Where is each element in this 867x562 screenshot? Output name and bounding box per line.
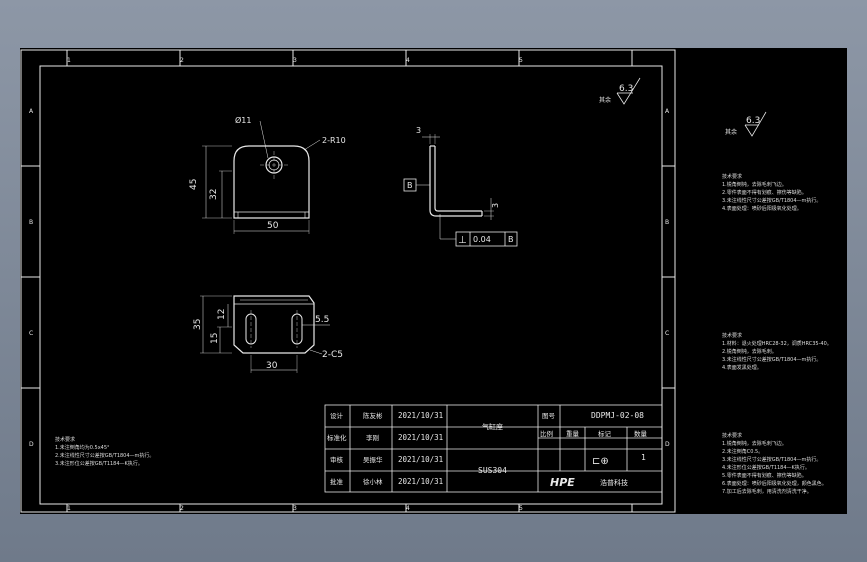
- tb-part-name: 气缸座: [482, 422, 503, 431]
- tb-role-4: 批准: [330, 477, 344, 486]
- zone-col-4: 4: [406, 57, 410, 64]
- svg-text:技术要求: 技术要求: [722, 173, 742, 180]
- drawing-sheet: 1 2 3 4 5 1 2 3 4 5 A B C D A B C D 其余 6…: [20, 48, 847, 514]
- notes-main: 技术要求 1.未注倒角均为0.5x45° 2.未注线性尺寸公差按GB/T1804…: [55, 436, 154, 467]
- tb-date-3: 2021/10/31: [398, 455, 443, 464]
- front-height-dim: 45: [189, 179, 199, 190]
- top-thickness-dim: 3: [416, 126, 421, 135]
- zone-row-a-right: A: [665, 108, 670, 115]
- tb-name-3: 吴振华: [363, 455, 383, 464]
- svg-text:1.未注倒角均为0.5x45°: 1.未注倒角均为0.5x45°: [55, 444, 110, 451]
- svg-text:2.锐角倒钝，去除毛刺。: 2.锐角倒钝，去除毛刺。: [722, 348, 777, 355]
- tb-name-2: 李刚: [366, 433, 379, 442]
- svg-text:技术要求: 技术要求: [722, 432, 742, 439]
- svg-text:3.未注线性尺寸公差按GB/T1804—m执行。: 3.未注线性尺寸公差按GB/T1804—m执行。: [722, 197, 821, 204]
- title-block-grid: [324, 404, 663, 493]
- chamfer-label: 2-C5: [322, 350, 343, 360]
- tb-role-2: 标准化: [327, 433, 347, 442]
- notes-right-2: 技术要求 1.材料：退火处理HRC28-32，调质HRC35-40。 2.锐角倒…: [722, 332, 832, 371]
- front-width-dim: 50: [267, 221, 279, 231]
- tb-header-qty: 数量: [634, 429, 648, 438]
- perpendicularity-value: 0.04: [473, 235, 491, 244]
- zone-row-b: B: [29, 219, 33, 226]
- hole-diameter-label: Ø11: [235, 115, 251, 125]
- zone-col-2: 2: [180, 57, 184, 64]
- slot-width-label: 5.5: [315, 315, 329, 325]
- zone-row-b-right: B: [665, 219, 669, 226]
- zone-col-3-bottom: 3: [293, 505, 297, 512]
- top-height-dim: 35: [193, 319, 203, 330]
- tb-name-4: 徐小林: [363, 477, 383, 486]
- projection-symbol: ⊏⊕: [592, 456, 609, 467]
- zone-row-a: A: [29, 108, 34, 115]
- side-view: [403, 134, 518, 247]
- zone-col-1-bottom: 1: [67, 505, 71, 512]
- svg-text:其余: 其余: [725, 128, 737, 136]
- svg-text:5.零件表面不得有划痕、擦伤等缺陷。: 5.零件表面不得有划痕、擦伤等缺陷。: [722, 472, 807, 479]
- outer-frame: [20, 49, 676, 513]
- company-logo: HPE: [550, 476, 575, 489]
- tb-role-1: 设计: [330, 411, 344, 420]
- zone-col-5-bottom: 5: [519, 505, 523, 512]
- svg-text:其余: 其余: [599, 96, 611, 104]
- corner-radius-label: 2-R10: [322, 136, 346, 145]
- zone-row-d-right: D: [665, 441, 670, 448]
- top-view: [200, 295, 330, 373]
- roughness-symbol-side: 其余 6.3: [725, 111, 767, 137]
- company-name: 浩普科技: [600, 478, 628, 487]
- svg-text:3.未注形位公差按GB/T1184—K执行。: 3.未注形位公差按GB/T1184—K执行。: [55, 460, 143, 467]
- notes-right-1: 技术要求 1.锐角倒钝，去除毛刺飞边。 2.零件表面不得有划痕、擦伤等缺陷。 3…: [722, 173, 821, 212]
- top-offset-dim: 12: [217, 309, 227, 320]
- inner-frame: [39, 65, 663, 505]
- svg-text:6.3: 6.3: [746, 116, 760, 126]
- tb-date-4: 2021/10/31: [398, 477, 443, 486]
- roughness-symbol-main: 其余 6.3: [599, 77, 641, 105]
- svg-text:1.锐角倒钝，去除毛刺飞边。: 1.锐角倒钝，去除毛刺飞边。: [722, 181, 787, 188]
- front-inner-height-dim: 32: [209, 189, 219, 200]
- svg-text:技术要求: 技术要求: [55, 436, 75, 443]
- tb-date-2: 2021/10/31: [398, 433, 443, 442]
- top-width-dim: 30: [266, 361, 278, 371]
- tb-code-label: 图号: [542, 412, 556, 420]
- svg-text:7.加工后去除毛刺，用清洗剂清洗干净。: 7.加工后去除毛刺，用清洗剂清洗干净。: [722, 488, 812, 495]
- tb-date-1: 2021/10/31: [398, 411, 443, 420]
- tb-role-3: 审核: [330, 455, 344, 464]
- tb-drawing-number: DDPMJ-02-08: [591, 411, 644, 420]
- zone-col-1: 1: [67, 57, 71, 64]
- zone-col-4-bottom: 4: [406, 505, 410, 512]
- tb-header-mark: 标记: [598, 429, 612, 438]
- datum-b-label: B: [407, 181, 413, 190]
- svg-text:2.零件表面不得有划痕、擦伤等缺陷。: 2.零件表面不得有划痕、擦伤等缺陷。: [722, 189, 807, 196]
- svg-text:2.未注倒角C0.5。: 2.未注倒角C0.5。: [722, 448, 763, 455]
- zone-col-5: 5: [519, 57, 523, 64]
- svg-text:1.锐角倒钝，去除毛刺飞边。: 1.锐角倒钝，去除毛刺飞边。: [722, 440, 787, 447]
- tb-header-weight: 重量: [566, 430, 580, 438]
- svg-text:4.未注形位公差按GB/T1184—K执行。: 4.未注形位公差按GB/T1184—K执行。: [722, 464, 810, 471]
- svg-text:3.未注线性尺寸公差按GB/T1804—m执行。: 3.未注线性尺寸公差按GB/T1804—m执行。: [722, 356, 821, 363]
- svg-text:技术要求: 技术要求: [722, 332, 742, 339]
- tb-material: SUS304: [478, 466, 507, 475]
- svg-text:3.未注线性尺寸公差按GB/T1804—m执行。: 3.未注线性尺寸公差按GB/T1804—m执行。: [722, 456, 821, 463]
- zone-row-c: C: [29, 330, 33, 337]
- notes-right-3: 技术要求 1.锐角倒钝，去除毛刺飞边。 2.未注倒角C0.5。 3.未注线性尺寸…: [722, 432, 827, 495]
- zone-col-3: 3: [293, 57, 297, 64]
- svg-text:6.表面处理：喷砂后阳极氧化处理，颜色黑色。: 6.表面处理：喷砂后阳极氧化处理，颜色黑色。: [722, 480, 827, 487]
- svg-text:2.未注线性尺寸公差按GB/T1804—m执行。: 2.未注线性尺寸公差按GB/T1804—m执行。: [55, 452, 154, 459]
- tb-quantity: 1: [641, 453, 646, 462]
- tb-name-1: 陈友彬: [363, 411, 383, 420]
- top-inner-dim: 15: [210, 333, 220, 344]
- front-view: [202, 120, 321, 234]
- svg-text:1.材料：退火处理HRC28-32，调质HRC35-40。: 1.材料：退火处理HRC28-32，调质HRC35-40。: [722, 340, 832, 347]
- svg-text:6.3: 6.3: [619, 84, 633, 94]
- zone-row-c-right: C: [665, 330, 669, 337]
- svg-text:4.表面发黑处理。: 4.表面发黑处理。: [722, 364, 762, 371]
- zone-row-d: D: [29, 441, 34, 448]
- right-thickness-dim: 3: [491, 203, 500, 208]
- svg-text:4.表面处理：喷砂后阳极氧化处理。: 4.表面处理：喷砂后阳极氧化处理。: [722, 205, 802, 212]
- perpendicularity-datum: B: [508, 235, 514, 244]
- tb-header-scale: 比例: [540, 429, 553, 438]
- cad-drawing: 1 2 3 4 5 1 2 3 4 5 A B C D A B C D 其余 6…: [20, 49, 832, 513]
- zone-col-2-bottom: 2: [180, 505, 184, 512]
- perpendicularity-symbol: ⊥: [458, 235, 467, 246]
